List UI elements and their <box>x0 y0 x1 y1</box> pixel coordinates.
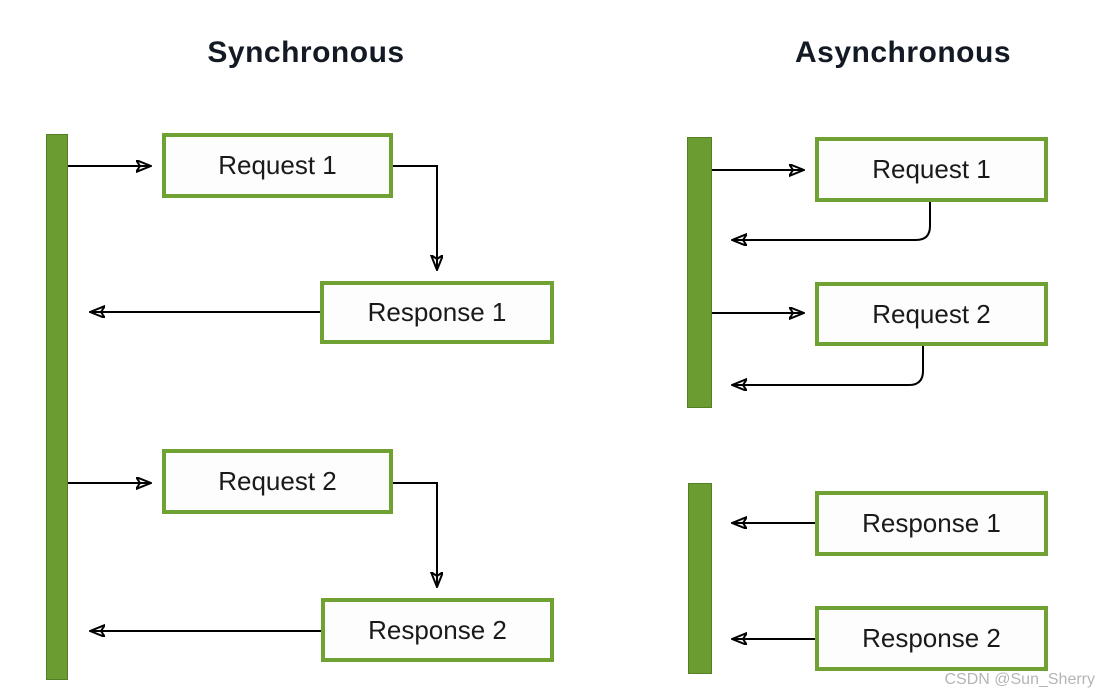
sync-request-1-box: Request 1 <box>162 133 393 198</box>
sync-request-1-to-response-1-arrow <box>393 165 437 268</box>
async-request-2-box: Request 2 <box>815 282 1048 346</box>
async-response-1-box: Response 1 <box>815 491 1048 556</box>
csdn-watermark: CSDN @Sun_Sherry <box>944 671 1095 688</box>
sync-response-2-box: Response 2 <box>321 598 554 662</box>
async-response-1-label: Response 1 <box>862 508 1001 538</box>
sync-request-2-to-response-2-arrow <box>393 482 437 585</box>
asynchronous-title: Asynchronous <box>794 36 1012 69</box>
sync-request-2-box: Request 2 <box>162 449 393 514</box>
async-response-2-label: Response 2 <box>862 623 1001 653</box>
sync-lifeline-bar <box>46 134 68 680</box>
async-request-2-label: Request 2 <box>872 298 991 329</box>
async-request-2-ack-arrow <box>734 346 924 385</box>
async-request-1-box: Request 1 <box>815 137 1048 202</box>
sync-response-1-label: Response 1 <box>367 297 507 327</box>
async-response-2-box: Response 2 <box>815 606 1048 671</box>
async-request-1-ack-arrow <box>734 202 931 240</box>
sync-response-1-box: Response 1 <box>320 281 554 344</box>
async-request-1-label: Request 1 <box>872 154 991 184</box>
synchronous-title: Synchronous <box>207 36 405 69</box>
async-lifeline-bar-top <box>687 137 712 408</box>
sync-request-2-label: Request 2 <box>218 466 337 496</box>
sync-response-2-label: Response 2 <box>368 614 507 645</box>
sync-request-1-label: Request 1 <box>218 150 337 180</box>
async-lifeline-bar-bottom <box>688 483 712 674</box>
